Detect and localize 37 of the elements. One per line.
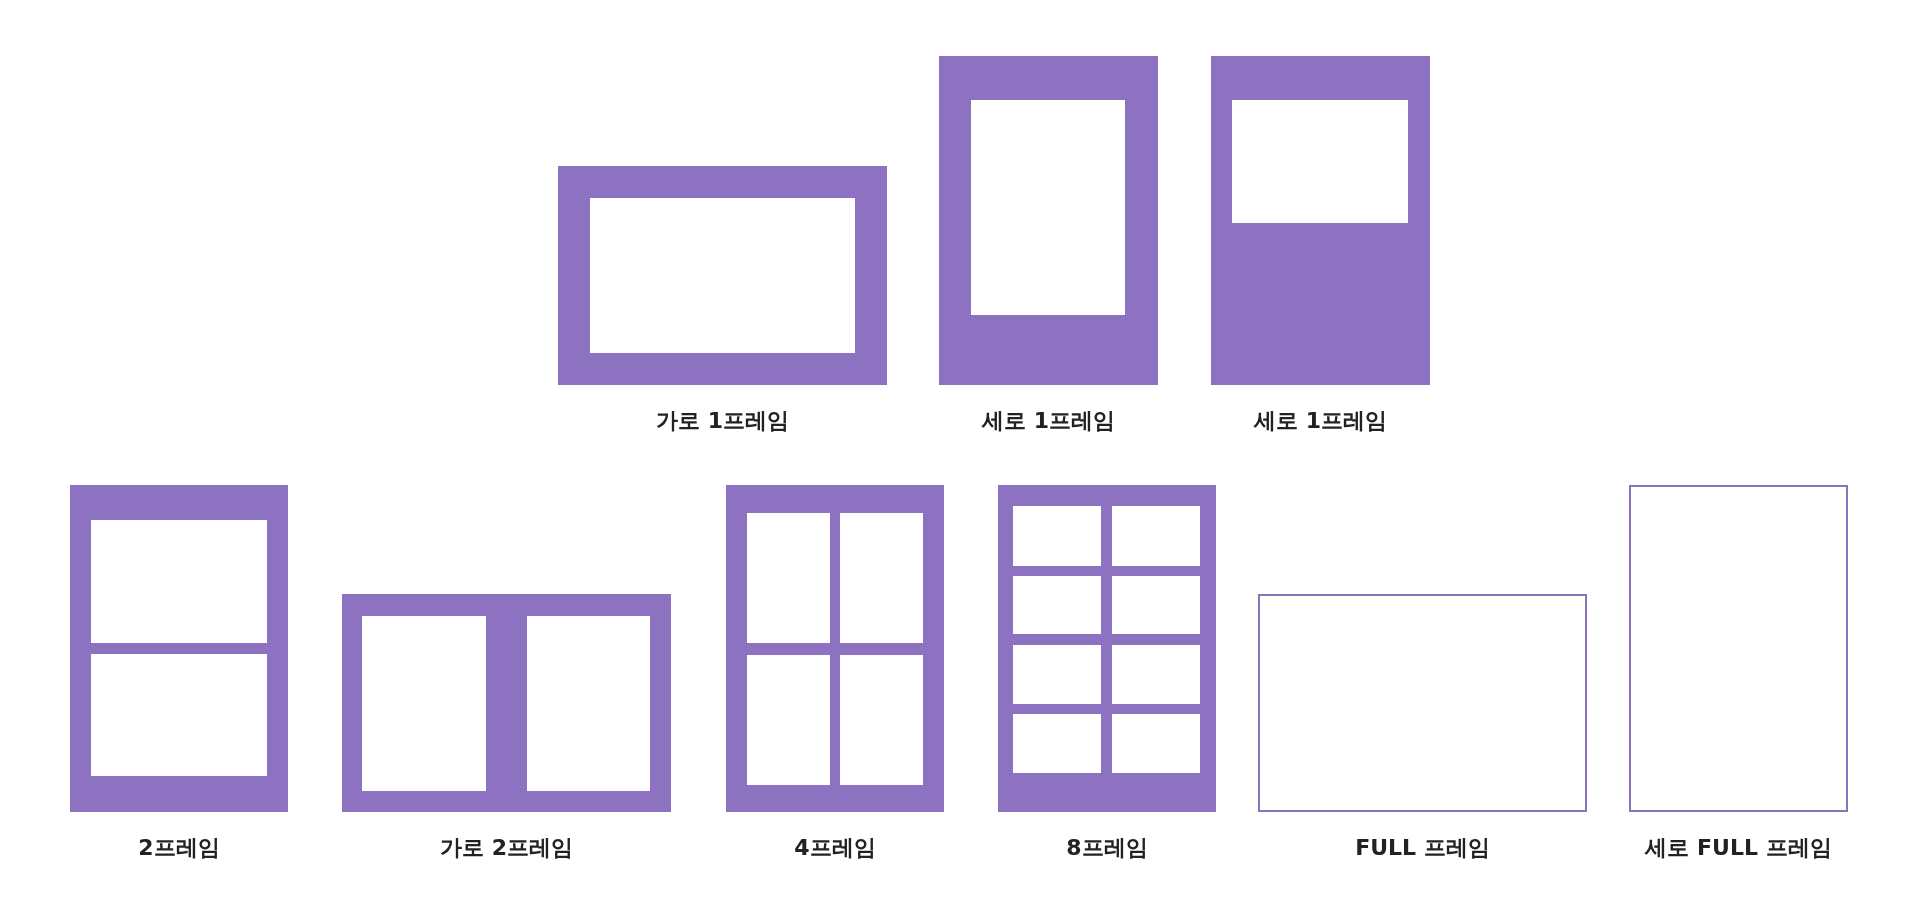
photo-slot bbox=[1013, 506, 1101, 566]
photo-slot bbox=[1013, 714, 1101, 773]
photo-slot bbox=[590, 198, 855, 353]
photo-frame bbox=[1211, 56, 1430, 385]
photo-frame bbox=[998, 485, 1216, 812]
photo-slot bbox=[840, 655, 923, 785]
photo-slot bbox=[91, 520, 267, 643]
frame-caption: 세로 1프레임 bbox=[982, 407, 1115, 435]
photo-frame bbox=[70, 485, 288, 812]
photo-slot bbox=[1013, 576, 1101, 634]
frame-caption: 2프레임 bbox=[138, 834, 220, 862]
photo-frame bbox=[342, 594, 671, 812]
frame-caption: FULL 프레임 bbox=[1355, 834, 1490, 862]
photo-frame bbox=[1258, 594, 1587, 812]
photo-slot bbox=[971, 100, 1125, 315]
frame-caption: 가로 2프레임 bbox=[440, 834, 573, 862]
photo-slot bbox=[1112, 506, 1200, 566]
frame-caption: 8프레임 bbox=[1066, 834, 1148, 862]
frame-caption: 4프레임 bbox=[794, 834, 876, 862]
photo-slot bbox=[91, 654, 267, 776]
photo-slot bbox=[1112, 714, 1200, 773]
photo-slot bbox=[840, 513, 923, 643]
photo-frame bbox=[1629, 485, 1848, 812]
photo-slot bbox=[1112, 576, 1200, 634]
photo-frame bbox=[558, 166, 887, 385]
frame-caption: 세로 1프레임 bbox=[1254, 407, 1387, 435]
photo-frame bbox=[939, 56, 1158, 385]
photo-slot bbox=[747, 513, 830, 643]
photo-frame bbox=[726, 485, 944, 812]
photo-slot bbox=[527, 616, 650, 791]
photo-slot bbox=[1232, 100, 1408, 223]
photo-slot bbox=[362, 616, 486, 791]
photo-slot bbox=[747, 655, 830, 785]
frame-caption: 세로 FULL 프레임 bbox=[1645, 834, 1832, 862]
photo-slot bbox=[1013, 645, 1101, 704]
photo-slot bbox=[1112, 645, 1200, 704]
frame-caption: 가로 1프레임 bbox=[656, 407, 789, 435]
